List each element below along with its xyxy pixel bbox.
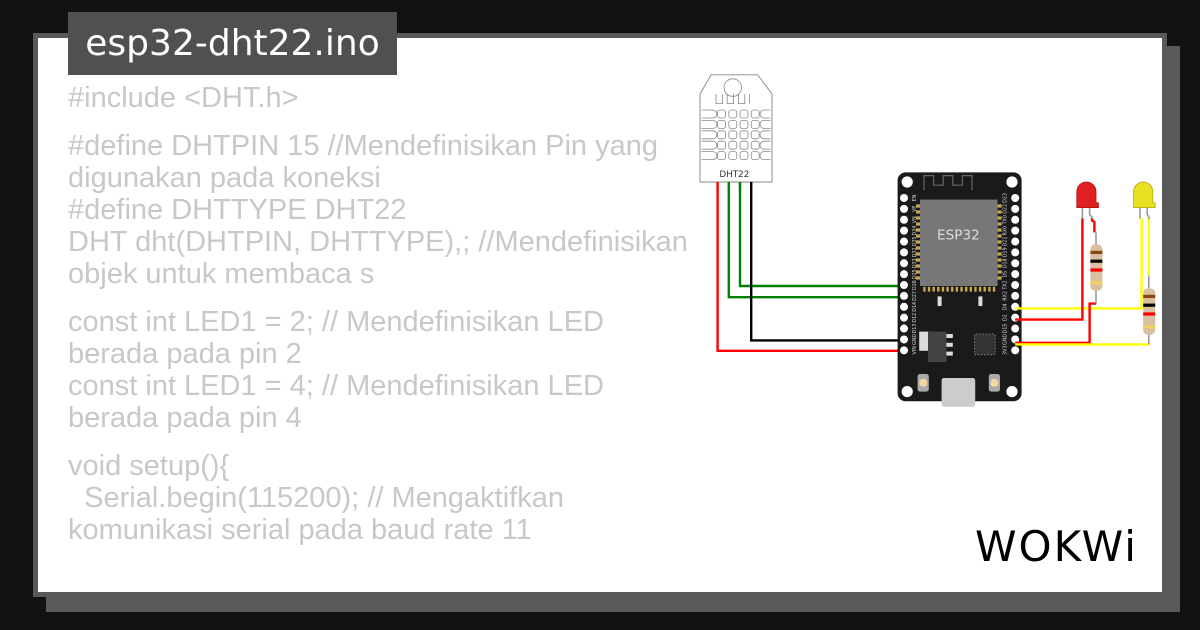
pin-label: 3V3 bbox=[1002, 346, 1008, 355]
pin-tx2[interactable] bbox=[1011, 281, 1020, 290]
pin-label: D25 bbox=[912, 269, 918, 279]
file-title: esp32-dht22.ino bbox=[68, 12, 397, 75]
wire-red-led-resistor[interactable] bbox=[1090, 218, 1096, 233]
resistor-1[interactable] bbox=[1090, 232, 1103, 304]
code-line: #define DHTTYPE DHT22 bbox=[68, 194, 407, 226]
pin-label: D5 bbox=[1002, 271, 1008, 278]
pin-label: VIN bbox=[912, 346, 918, 355]
pin-label: D21 bbox=[1002, 237, 1008, 247]
led-yellow[interactable] bbox=[1133, 181, 1156, 220]
pin-label: D32 bbox=[912, 247, 918, 257]
pin-label: TX0 bbox=[1002, 215, 1008, 225]
pin-label: GND bbox=[1002, 334, 1008, 345]
pin-label: D12 bbox=[912, 313, 918, 323]
pin-d26[interactable] bbox=[900, 281, 908, 290]
pin-label: RX2 bbox=[1002, 291, 1008, 301]
pin-d27[interactable] bbox=[900, 291, 908, 300]
pin-d33[interactable] bbox=[900, 259, 908, 268]
code-line: const int LED1 = 4; // Mendefinisikan LE… bbox=[68, 370, 613, 434]
wire-red-vin[interactable] bbox=[716, 182, 905, 353]
pin-label: D23 bbox=[1002, 193, 1008, 203]
wire-yellow-d4[interactable] bbox=[1015, 218, 1143, 310]
wire-red-gnd[interactable] bbox=[1015, 302, 1097, 345]
pin-rx2[interactable] bbox=[1011, 291, 1020, 300]
pin-label: GND bbox=[912, 334, 918, 345]
pin-vn[interactable] bbox=[900, 215, 908, 224]
pin-d12[interactable] bbox=[900, 313, 908, 322]
code-line: #define DHTPIN 15 //Mendefinisikan Pin y… bbox=[68, 130, 667, 194]
wokwi-logo: WOKWi bbox=[975, 522, 1138, 571]
pin-vp[interactable] bbox=[900, 204, 908, 213]
pin-label: D14 bbox=[912, 302, 918, 312]
code-line: const int LED1 = 2; // Mendefinisikan LE… bbox=[68, 306, 613, 370]
code-line: void setup(){ bbox=[68, 450, 230, 482]
pin-d34[interactable] bbox=[900, 226, 908, 235]
pin-d5[interactable] bbox=[1011, 270, 1020, 279]
pin-d25[interactable] bbox=[900, 270, 908, 279]
pin-label: D26 bbox=[912, 280, 918, 290]
pin-d18[interactable] bbox=[1011, 259, 1020, 268]
pin-label: RX0 bbox=[1002, 226, 1008, 236]
pin-3v3[interactable] bbox=[1011, 346, 1020, 355]
pin-label: D22 bbox=[1002, 204, 1008, 214]
code-line: Serial.begin(115200); // Mengaktifkan ko… bbox=[68, 482, 573, 546]
pin-d22[interactable] bbox=[1011, 204, 1020, 213]
wire-green-d27[interactable] bbox=[727, 182, 905, 299]
dht22-sensor[interactable]: DHT22 bbox=[699, 74, 773, 191]
pin-gnd[interactable] bbox=[1011, 335, 1020, 344]
dht22-label: DHT22 bbox=[719, 170, 749, 180]
code-line: #include <DHT.h> bbox=[68, 82, 299, 114]
pin-label: D19 bbox=[1002, 247, 1008, 257]
wire-red-d2[interactable] bbox=[1015, 218, 1084, 321]
resistor-2[interactable] bbox=[1143, 275, 1156, 345]
pin-d23[interactable] bbox=[1011, 194, 1020, 202]
pin-label: TX2 bbox=[1002, 280, 1008, 290]
pin-label: D13 bbox=[912, 324, 918, 334]
pin-label: EN bbox=[912, 194, 918, 201]
pin-d19[interactable] bbox=[1011, 248, 1020, 257]
code-block: #include <DHT.h> #define DHTPIN 15 //Mend… bbox=[68, 82, 688, 546]
pin-label: D2 bbox=[1002, 314, 1008, 321]
led-red[interactable] bbox=[1076, 181, 1099, 220]
pin-label: D4 bbox=[1002, 303, 1008, 310]
pin-label: VN bbox=[912, 216, 918, 223]
pin-tx0[interactable] bbox=[1011, 215, 1020, 224]
esp32-board[interactable]: ESP32 ENVPVND34D35D32D33D25D26D27D14D12D… bbox=[897, 172, 1022, 407]
pin-rx0[interactable] bbox=[1011, 226, 1020, 235]
pin-d15[interactable] bbox=[1011, 324, 1020, 333]
pin-gnd[interactable] bbox=[900, 335, 908, 344]
wire-black-gnd[interactable] bbox=[750, 182, 905, 342]
pin-label: D15 bbox=[1002, 324, 1008, 334]
pin-label: D18 bbox=[1002, 258, 1008, 268]
pin-label: D34 bbox=[912, 226, 918, 236]
pin-en[interactable] bbox=[900, 194, 908, 202]
pin-label: D35 bbox=[912, 237, 918, 247]
pin-d14[interactable] bbox=[900, 302, 908, 311]
pin-label: D33 bbox=[912, 258, 918, 268]
esp32-chip-label: ESP32 bbox=[937, 228, 980, 244]
wire-green-d26[interactable] bbox=[738, 182, 905, 288]
pin-d35[interactable] bbox=[900, 237, 908, 246]
pin-label: D27 bbox=[912, 291, 918, 301]
pin-d32[interactable] bbox=[900, 248, 908, 257]
pin-label: VP bbox=[912, 206, 918, 212]
pin-d13[interactable] bbox=[900, 324, 908, 333]
code-line: DHT dht(DHTPIN, DHTTYPE),; //Mendefinisi… bbox=[68, 226, 696, 290]
pin-vin[interactable] bbox=[900, 346, 908, 355]
pin-d21[interactable] bbox=[1011, 237, 1020, 246]
